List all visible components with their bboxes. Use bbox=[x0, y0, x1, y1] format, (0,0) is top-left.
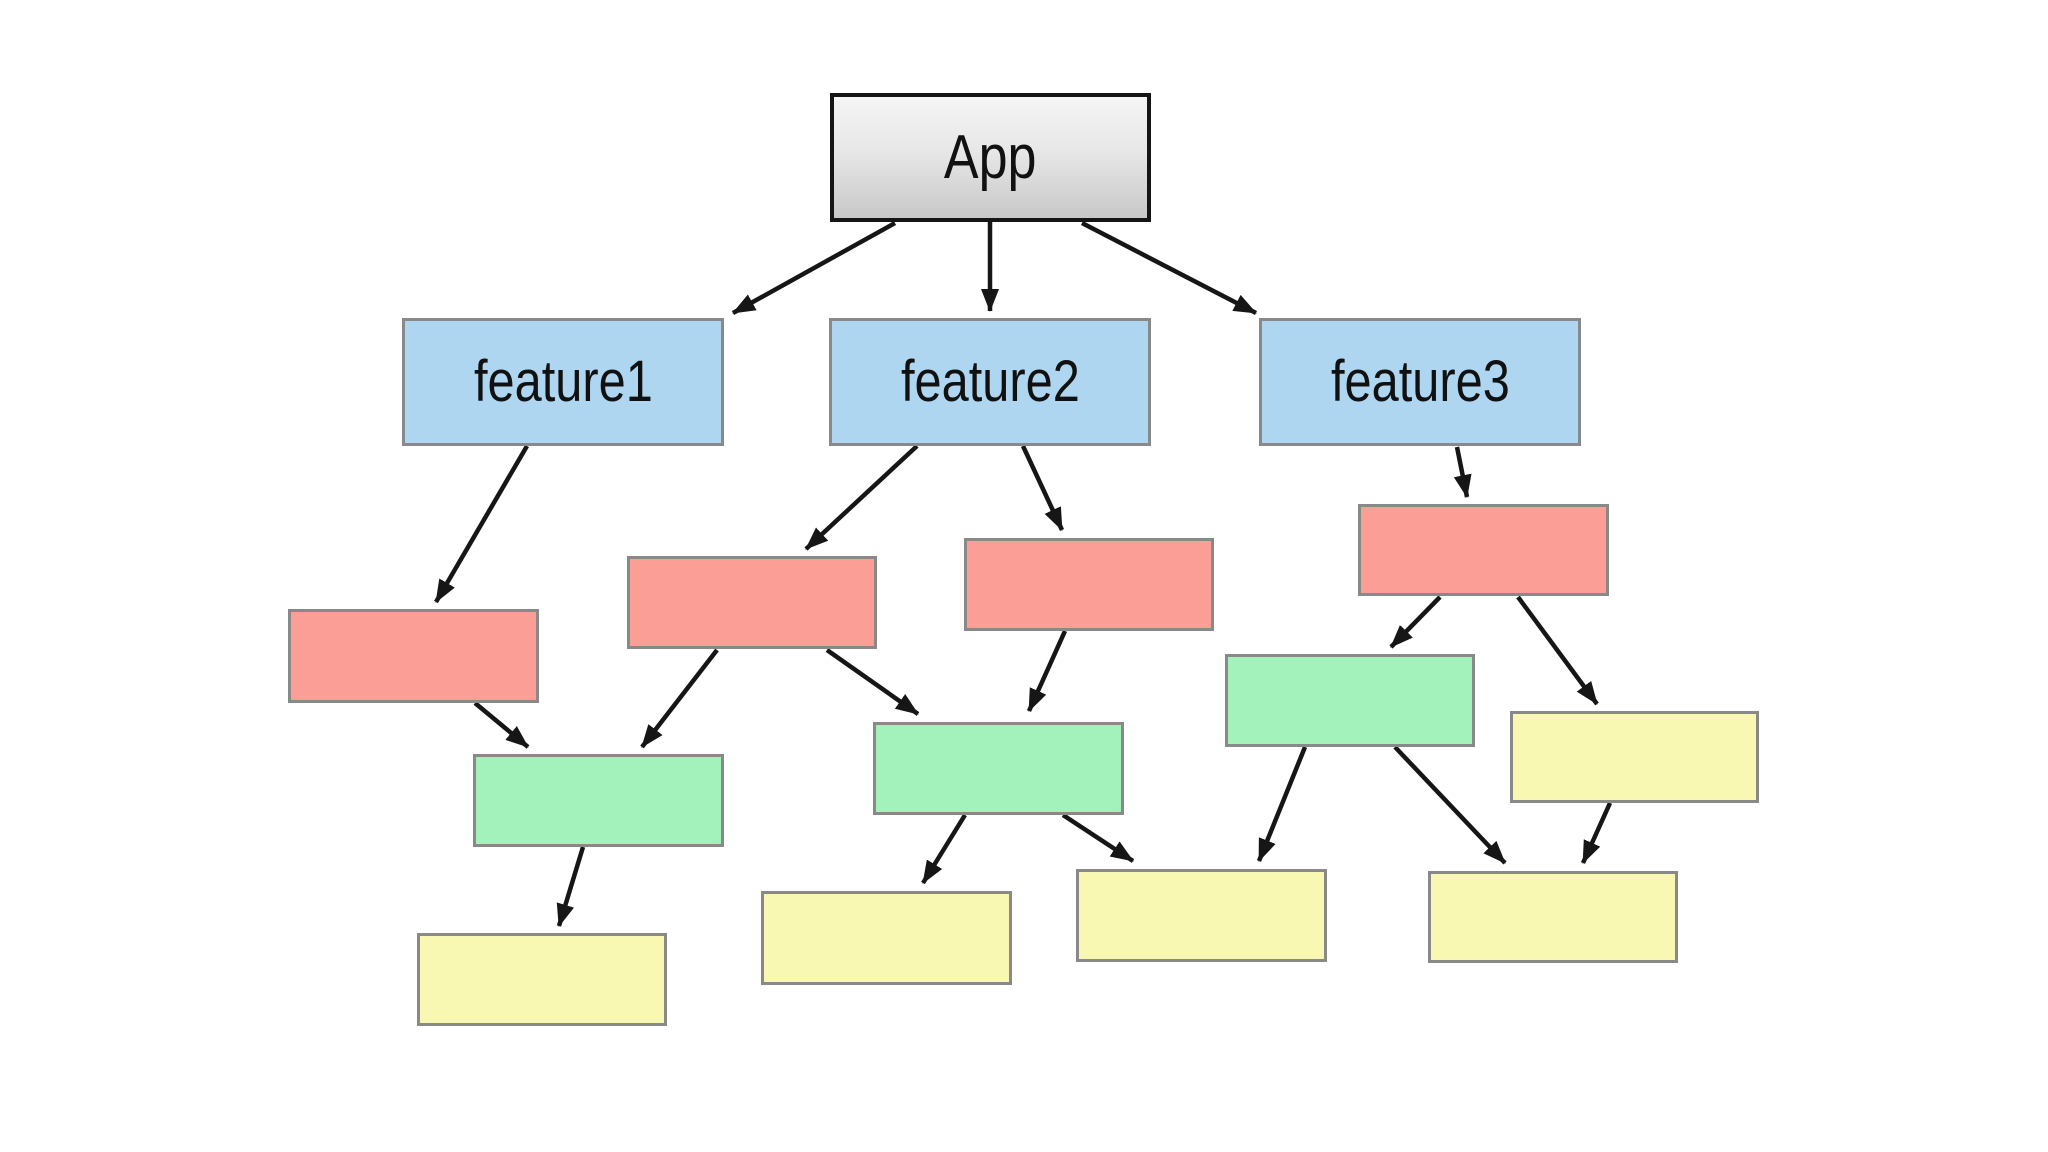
node-green2 bbox=[873, 722, 1124, 815]
node-feature2: feature2 bbox=[829, 318, 1151, 446]
edge-feature2-red2 bbox=[804, 444, 919, 551]
node-red4 bbox=[1358, 504, 1609, 596]
edge-red4-green3 bbox=[1389, 595, 1442, 649]
edge-yellow5-yellow4 bbox=[1580, 802, 1613, 864]
node-yellow1 bbox=[417, 933, 667, 1026]
edge-group bbox=[434, 221, 1613, 927]
node-red1 bbox=[288, 609, 539, 703]
node-green1 bbox=[473, 754, 724, 847]
node-yellow2 bbox=[761, 891, 1012, 985]
edge-red3-green2 bbox=[1026, 630, 1068, 712]
node-label-app: App bbox=[944, 122, 1037, 192]
node-label-feature3: feature3 bbox=[1330, 349, 1510, 414]
edge-red4-yellow5 bbox=[1516, 595, 1599, 706]
node-app: App bbox=[830, 93, 1151, 222]
edge-feature1-red1 bbox=[434, 444, 529, 604]
node-green3 bbox=[1225, 654, 1475, 747]
edge-red1-green1 bbox=[473, 701, 530, 749]
edge-red2-green1 bbox=[640, 648, 719, 749]
edge-red2-green2 bbox=[825, 648, 920, 716]
node-feature3: feature3 bbox=[1259, 318, 1581, 446]
node-yellow5 bbox=[1510, 711, 1759, 803]
node-red2 bbox=[627, 556, 877, 649]
edge-app-feature3 bbox=[1080, 221, 1258, 315]
edge-green2-yellow2 bbox=[921, 813, 967, 885]
node-yellow3 bbox=[1076, 869, 1327, 962]
node-label-feature1: feature1 bbox=[473, 349, 653, 414]
edge-green3-yellow3 bbox=[1256, 746, 1308, 862]
node-red3 bbox=[964, 538, 1214, 631]
node-yellow4 bbox=[1428, 871, 1678, 963]
edge-app-feature1 bbox=[731, 221, 897, 315]
node-label-feature2: feature2 bbox=[900, 349, 1080, 414]
edge-feature2-red3 bbox=[1020, 445, 1065, 531]
edge-feature3-red4 bbox=[1453, 446, 1472, 498]
edge-green3-yellow4 bbox=[1393, 745, 1507, 865]
edge-green2-yellow3 bbox=[1061, 813, 1135, 863]
node-feature1: feature1 bbox=[402, 318, 724, 446]
edge-green1-yellow1 bbox=[556, 846, 586, 927]
